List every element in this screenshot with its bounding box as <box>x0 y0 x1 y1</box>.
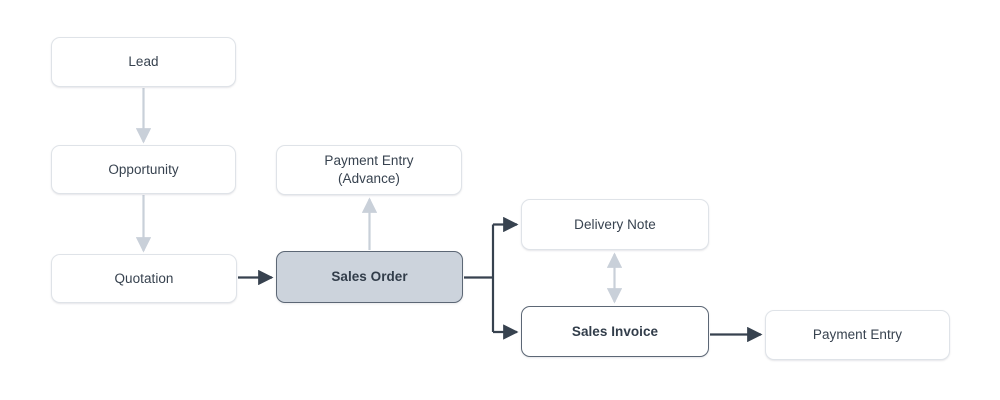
node-payment-entry-advance[interactable]: Payment Entry (Advance) <box>276 145 462 195</box>
node-payment-entry[interactable]: Payment Entry <box>765 310 950 360</box>
node-sales-order[interactable]: Sales Order <box>276 251 463 303</box>
node-sales-invoice[interactable]: Sales Invoice <box>521 306 709 357</box>
node-lead[interactable]: Lead <box>51 37 236 87</box>
edge-sales-order-branch-trunk <box>464 224 495 332</box>
node-quotation[interactable]: Quotation <box>51 254 237 303</box>
node-opportunity[interactable]: Opportunity <box>51 145 236 194</box>
node-delivery-note[interactable]: Delivery Note <box>521 199 709 250</box>
